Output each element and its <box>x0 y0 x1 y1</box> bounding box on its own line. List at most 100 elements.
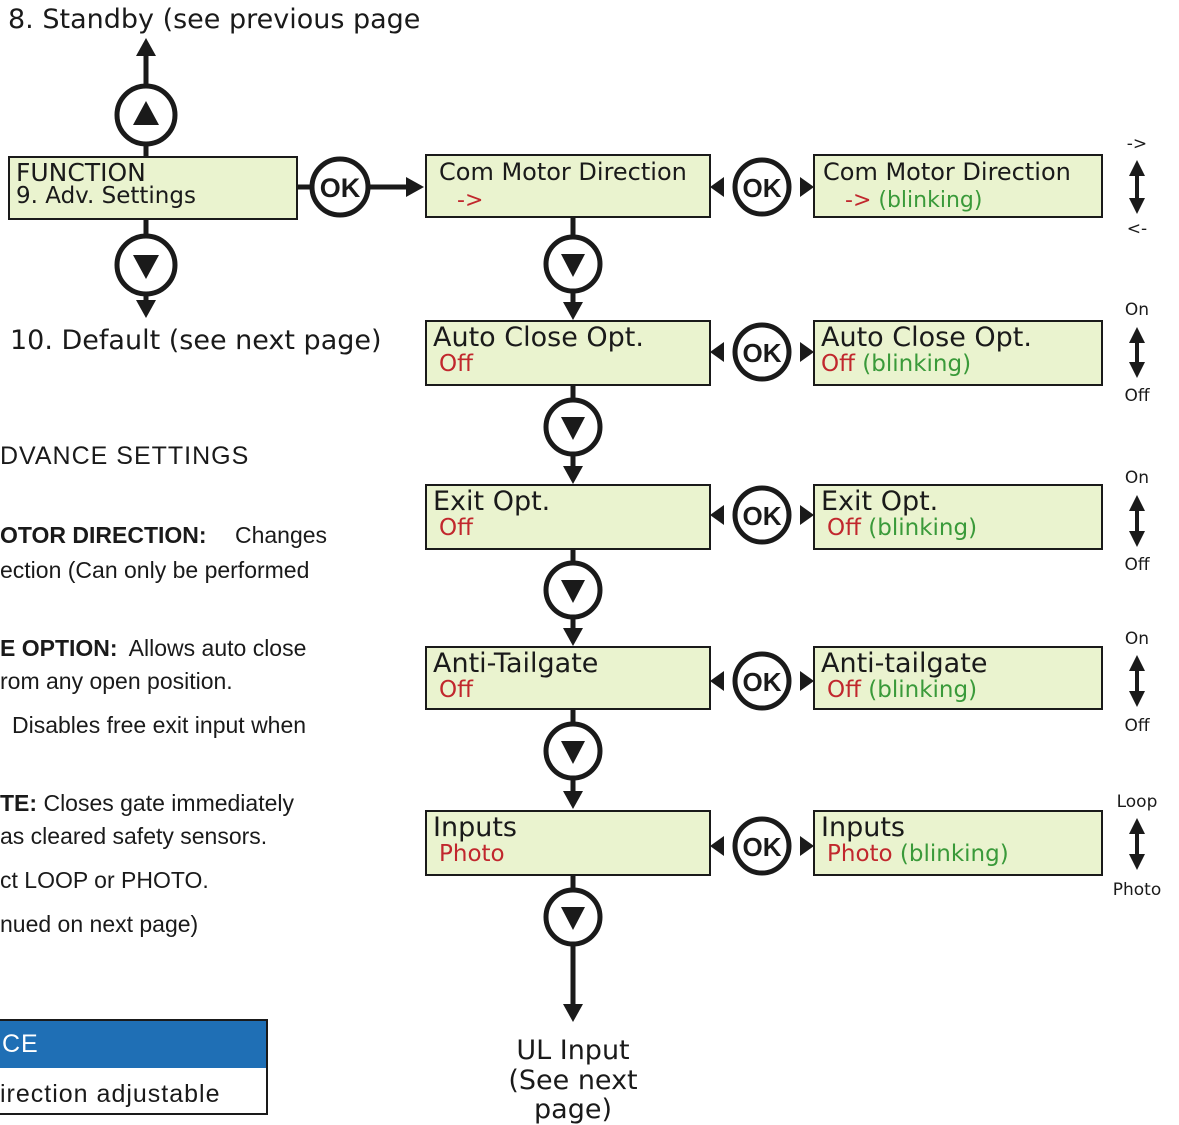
exit-option-display: Exit Opt. Off <box>425 484 711 550</box>
display-value: Off <box>439 351 473 378</box>
down-button-row3-icon[interactable] <box>543 560 603 620</box>
com-motor-direction-display: Com Motor Direction -> <box>425 154 711 218</box>
advance-settings-heading: DVANCE SETTINGS <box>0 442 250 470</box>
updown-arrow-row2-icon <box>1129 327 1145 378</box>
ok-label: OK <box>743 832 782 862</box>
motor-direction-rest: Changes <box>228 522 328 548</box>
display-value: Off <box>827 515 861 542</box>
blinking-note: (blinking) <box>899 841 1009 868</box>
option-bottom-label: Off <box>1124 555 1150 575</box>
inputs-edit-display: Inputs Photo (blinking) <box>813 810 1103 876</box>
anti-tailgate-term: TE: <box>0 790 38 816</box>
blinking-note: (blinking) <box>868 677 978 704</box>
note-box: CE irection adjustable <box>0 1019 268 1115</box>
option-bottom-label: Off <box>1124 716 1150 736</box>
ok-label: OK <box>743 173 782 203</box>
auto-close-desc-line1: E OPTION: Allows auto close <box>0 635 306 662</box>
display-value: Off <box>827 677 861 704</box>
note-box-body: irection adjustable <box>0 1080 221 1108</box>
option-top-label: -> <box>1126 134 1148 154</box>
option-bottom-label: Photo <box>1112 880 1162 900</box>
function-ok-label: OK <box>320 173 361 203</box>
ok-button-row3-icon[interactable]: OK <box>732 485 792 545</box>
anti-tailgate-edit-display: Anti-tailgate Off (blinking) <box>813 646 1103 710</box>
down-button-row2-icon[interactable] <box>543 397 603 457</box>
display-title: Auto Close Opt. <box>821 322 1032 353</box>
ok-label: OK <box>743 667 782 697</box>
function-display: FUNCTION 9. Adv. Settings <box>8 156 298 220</box>
see-next-page-text: (See next page) <box>508 1064 638 1125</box>
updown-arrow-row1-icon <box>1129 160 1145 214</box>
display-value: Photo <box>439 841 505 868</box>
display-title: Inputs <box>821 812 905 843</box>
display-value: Photo <box>827 841 893 868</box>
blinking-note: (blinking) <box>862 351 972 378</box>
ok-label: OK <box>743 338 782 368</box>
display-value: -> <box>845 188 872 214</box>
display-title: Exit Opt. <box>821 486 939 517</box>
function-title: FUNCTION <box>16 158 146 187</box>
blinking-note: (blinking) <box>868 515 978 542</box>
auto-close-desc-line2: rom any open position. <box>0 668 233 694</box>
display-value-line: Off (blinking) <box>821 516 1095 540</box>
ok-button-row1-icon[interactable]: OK <box>732 157 792 217</box>
up-button-icon[interactable] <box>114 83 178 147</box>
updown-arrow-row5-icon <box>1129 818 1145 870</box>
inputs-display: Inputs Photo <box>425 810 711 876</box>
display-value-line: -> (blinking) <box>821 185 1095 212</box>
motor-direction-desc-line1: OTOR DIRECTION: Changes <box>0 522 327 549</box>
bottom-next-label: UL Input (See next page) <box>470 1036 676 1125</box>
ok-button-row5-icon[interactable]: OK <box>732 816 792 876</box>
ok-button-row2-icon[interactable]: OK <box>732 322 792 382</box>
display-value: Off <box>439 677 473 704</box>
option-arrows <box>1129 160 1145 870</box>
display-title: Com Motor Direction <box>439 158 687 186</box>
display-title: Com Motor Direction <box>823 158 1071 186</box>
auto-close-edit-display: Auto Close Opt. Off (blinking) <box>813 320 1103 386</box>
option-bottom-label: <- <box>1126 219 1148 239</box>
auto-close-term: E OPTION: <box>0 635 118 661</box>
blinking-note: (blinking) <box>878 188 983 214</box>
option-bottom-label: Off <box>1124 386 1150 406</box>
exit-option-desc-line1: Disables free exit input when <box>12 712 307 738</box>
down-button-row1-icon[interactable] <box>543 234 603 294</box>
ok-connectors <box>710 177 814 856</box>
motor-direction-desc-line2: ection (Can only be performed <box>0 557 310 583</box>
down-button-row4-icon[interactable] <box>543 721 603 781</box>
previous-page-text: 8. Standby (see previous page <box>8 4 421 35</box>
display-value-line: Off (blinking) <box>821 678 1095 702</box>
auto-close-rest: Allows auto close <box>123 635 307 661</box>
function-subtitle: 9. Adv. Settings <box>16 183 196 209</box>
note-box-header: CE <box>0 1021 266 1068</box>
anti-tailgate-rest: Closes gate immediately <box>37 790 295 816</box>
function-ok-button-icon[interactable]: OK <box>309 156 371 218</box>
display-title: Anti-tailgate <box>821 648 988 679</box>
ok-button-row4-icon[interactable]: OK <box>732 651 792 711</box>
motor-direction-term: OTOR DIRECTION: <box>0 522 207 548</box>
display-value: -> <box>457 188 484 214</box>
anti-tailgate-desc-line1: TE: Closes gate immediately <box>0 790 294 817</box>
updown-arrow-row3-icon <box>1129 495 1145 547</box>
updown-arrow-row4-icon <box>1129 655 1145 707</box>
option-top-label: Loop <box>1116 792 1158 812</box>
auto-close-display: Auto Close Opt. Off <box>425 320 711 386</box>
continued-note: nued on next page) <box>0 911 199 937</box>
option-top-label: On <box>1124 300 1150 320</box>
option-top-label: On <box>1124 468 1150 488</box>
anti-tailgate-desc-line2: as cleared safety sensors. <box>0 823 268 849</box>
next-page-text: 10. Default (see next page) <box>10 325 382 356</box>
function-down-button-icon[interactable] <box>114 233 178 297</box>
down-button-row5-icon[interactable] <box>543 887 603 947</box>
display-title: Anti-Tailgate <box>433 648 599 679</box>
display-title: Inputs <box>433 812 517 843</box>
option-top-label: On <box>1124 629 1150 649</box>
display-value: Off <box>821 351 855 378</box>
display-value-line: Photo (blinking) <box>821 842 1095 866</box>
exit-option-edit-display: Exit Opt. Off (blinking) <box>813 484 1103 550</box>
com-motor-direction-edit-display: Com Motor Direction -> (blinking) <box>813 154 1103 218</box>
flow-diagram-graphics: OK <box>114 38 1145 1022</box>
ul-input-text: UL Input <box>516 1035 630 1066</box>
ok-label: OK <box>743 501 782 531</box>
display-title: Exit Opt. <box>433 486 551 517</box>
display-value: Off <box>439 515 473 542</box>
